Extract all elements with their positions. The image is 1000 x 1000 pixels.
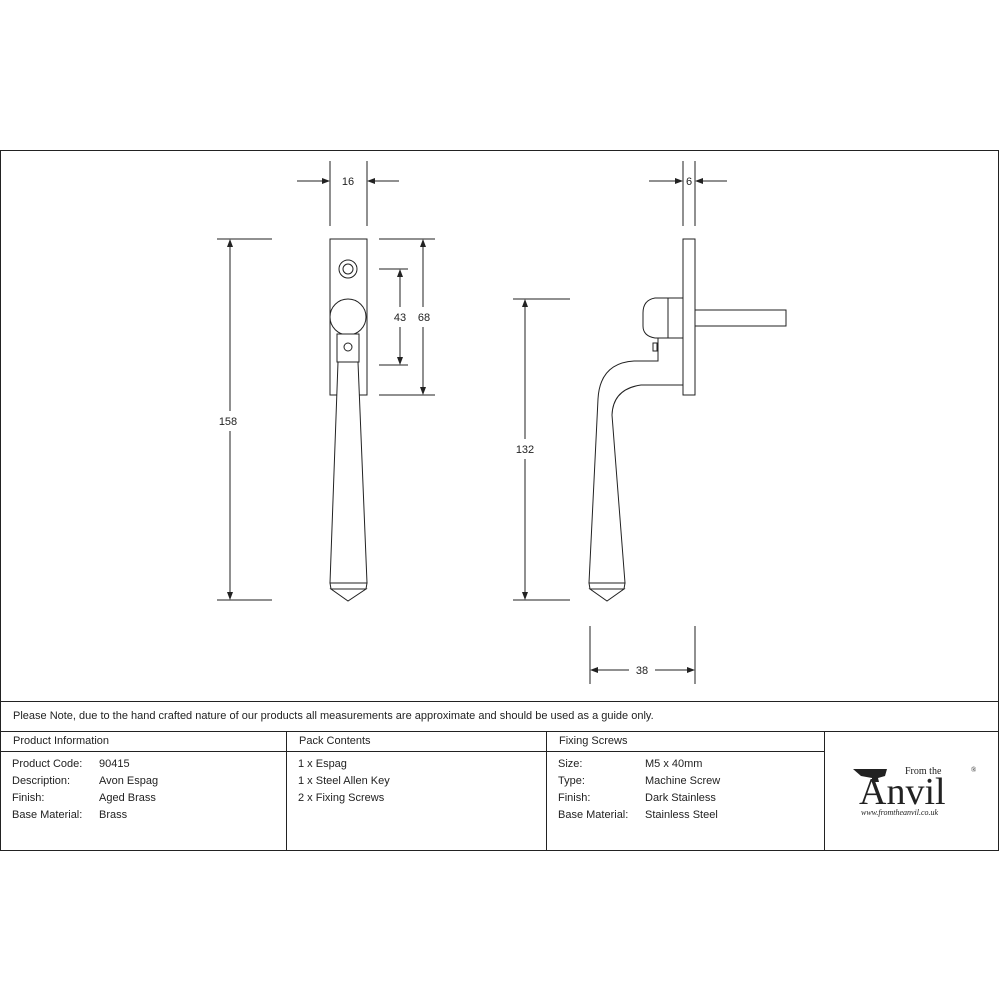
technical-drawing: 16 158 68 43 6 132 38 (217, 161, 787, 684)
arrow (590, 667, 598, 673)
front-grub-screw (343, 342, 353, 352)
table-row: Size: M5 x 40mm (558, 758, 720, 775)
row-label: Description: (12, 775, 71, 787)
arrow (397, 357, 403, 365)
row-value: M5 x 40mm (645, 758, 703, 770)
arrow (227, 239, 233, 247)
front-view (217, 161, 435, 602)
side-backplate (682, 238, 696, 396)
dim-front-width: 16 (342, 176, 354, 188)
arrow (420, 239, 426, 247)
side-lever (588, 337, 684, 584)
fixing-screws-table: Size: M5 x 40mm Type: Machine Screw Finish… (558, 758, 720, 826)
list-item: 2 x Fixing Screws (298, 792, 390, 809)
front-tip (329, 588, 368, 602)
logo-url: www.fromtheanvil.co.uk (861, 808, 939, 817)
row-value: Dark Stainless (645, 792, 716, 804)
logo-brand: Anvil (859, 771, 946, 813)
table-row: Finish: Aged Brass (12, 792, 158, 809)
pack-contents-section: Pack Contents 1 x Espag 1 x Steel Allen … (287, 732, 547, 851)
side-boss (642, 297, 684, 339)
dim-side-height: 132 (516, 444, 534, 456)
disclaimer-note: Please Note, due to the hand crafted nat… (1, 701, 998, 732)
front-screw-hole-outer (338, 259, 358, 279)
pack-contents-list: 1 x Espag 1 x Steel Allen Key 2 x Fixing… (298, 758, 390, 809)
row-value: Machine Screw (645, 775, 721, 787)
arrow (695, 178, 703, 184)
product-information-table: Product Code: 90415 Description: Avon Espa… (12, 758, 158, 826)
arrow (397, 269, 403, 277)
fixing-screws-section: Fixing Screws Size: M5 x 40mm Type: Machin… (547, 732, 825, 851)
table-row: Product Code: 90415 (12, 758, 158, 775)
row-value: Avon Espag (99, 775, 159, 787)
anvil-icon (853, 769, 887, 782)
front-tip-band (329, 582, 368, 590)
product-information-heading: Product Information (1, 732, 286, 752)
table-row: Base Material: Brass (12, 809, 158, 826)
side-tip-band (588, 582, 626, 590)
arrow (322, 178, 330, 184)
logo-registered: ® (971, 766, 977, 774)
side-grub-screw (652, 342, 658, 352)
row-label: Size: (558, 758, 583, 770)
fixing-screws-heading: Fixing Screws (547, 732, 824, 752)
arrow (522, 299, 528, 307)
pack-item: 1 x Steel Allen Key (298, 775, 390, 787)
logo-from-the: From the (905, 766, 942, 777)
front-screw-hole-inner (342, 263, 354, 275)
dim-projection: 38 (636, 665, 648, 677)
arrow (687, 667, 695, 673)
dim-plate-height: 68 (418, 312, 430, 324)
drawing-sheet: 16 158 68 43 6 132 38 Please Note, due t… (0, 150, 999, 851)
row-value: Aged Brass (99, 792, 156, 804)
front-boss (329, 298, 367, 336)
row-label: Base Material: (558, 809, 629, 821)
front-neck (336, 333, 360, 363)
row-label: Base Material: (12, 809, 83, 821)
side-view (513, 161, 787, 684)
row-value: 90415 (99, 758, 130, 770)
note-text: Please Note, due to the hand crafted nat… (13, 710, 654, 722)
row-label: Finish: (12, 792, 45, 804)
arrow (420, 387, 426, 395)
pack-item: 2 x Fixing Screws (298, 792, 385, 804)
dim-front-height: 158 (219, 416, 237, 428)
row-value: Stainless Steel (645, 809, 718, 821)
arrow (522, 592, 528, 600)
side-spindle (694, 309, 787, 327)
product-information-section: Product Information Product Code: 90415 D… (1, 732, 287, 851)
arrowheads (227, 178, 703, 673)
table-row: Description: Avon Espag (12, 775, 158, 792)
table-row: Type: Machine Screw (558, 775, 720, 792)
side-tip (588, 588, 626, 602)
arrow (227, 592, 233, 600)
row-value: Brass (99, 809, 128, 821)
dim-side-plate: 6 (686, 176, 692, 188)
row-label: Finish: (558, 792, 591, 804)
row-label: Product Code: (12, 758, 83, 770)
arrow (367, 178, 375, 184)
row-label: Type: (558, 775, 585, 787)
pack-contents-heading: Pack Contents (287, 732, 546, 752)
arrow (675, 178, 683, 184)
table-row: Base Material: Stainless Steel (558, 809, 720, 826)
from-the-anvil-logo: From the Anvil ® www.fromtheanvil.co.uk (853, 766, 977, 817)
table-row: Finish: Dark Stainless (558, 792, 720, 809)
dim-hole-spacing: 43 (394, 312, 406, 324)
list-item: 1 x Espag (298, 758, 390, 775)
list-item: 1 x Steel Allen Key (298, 775, 390, 792)
pack-item: 1 x Espag (298, 758, 347, 770)
